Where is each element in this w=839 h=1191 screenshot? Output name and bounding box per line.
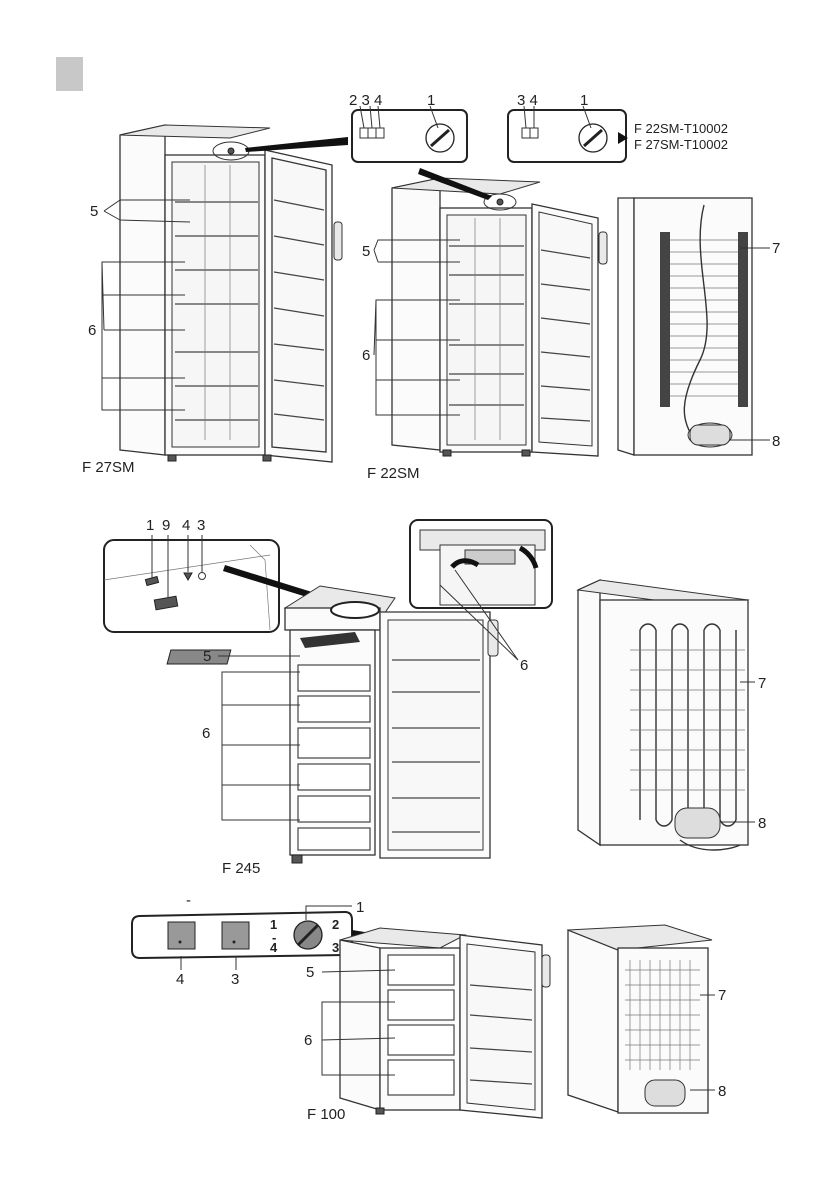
inset-label-9: 9 [162,517,170,534]
leaders-panel-2 [151,535,519,821]
f245-model: F 245 [222,860,260,877]
panel-1: 2 3 4 1 3 4 1 F 22SM-T10002 F 27SM-T1000… [82,92,780,482]
model-b2: F 27SM-T10002 [634,137,728,152]
knob-dash: - [272,930,276,945]
inset-top-right [409,519,553,609]
left-label-6: 6 [88,322,96,339]
ctrl-a-labels: 2 3 4 [349,92,382,109]
inset-label-1: 1 [146,517,154,534]
btn-label-4: 4 [176,971,184,988]
inset-top-left [103,539,328,633]
knob-label-2: 2 [332,917,339,932]
panel-2: 1 9 4 3 5 6 6 F 245 7 8 [103,517,766,877]
leaders-panel-3 [321,969,396,1076]
back2-label-7: 7 [758,675,766,692]
back2-label-8: 8 [758,815,766,832]
freezer-back-1 [617,197,770,456]
mid-label-5: 5 [362,243,370,260]
freezer-f27sm [119,124,348,463]
f100-model: F 100 [307,1106,345,1123]
freezer-f100 [339,927,551,1119]
ctrl-dash: - [186,892,191,909]
freezer-f245 [166,585,499,864]
inset-label-4: 4 [182,517,190,534]
f245-label-5: 5 [203,648,211,665]
knob-label-4: 4 [270,940,278,955]
freezer-back-3 [567,924,715,1114]
leaders-panel-1 [101,199,460,416]
knob-label-1: 1 [270,917,277,932]
inset-label-3: 3 [197,517,205,534]
control-panel-b [507,105,628,163]
ctrl-b-labels: 3 4 [517,92,538,109]
control-panel-a [351,105,468,163]
f100-label-6: 6 [304,1032,312,1049]
panel-3: - 1 - 4 2 3 4 3 1 5 6 F 100 7 8 [131,892,726,1123]
mid-model: F 22SM [367,465,420,482]
freezer-f22sm [391,168,608,457]
back1-label-7: 7 [772,240,780,257]
back3-label-8: 8 [718,1083,726,1100]
back1-label-8: 8 [772,433,780,450]
back3-label-7: 7 [718,987,726,1004]
f100-label-5: 5 [306,964,314,981]
mid-label-6: 6 [362,347,370,364]
f245-label-6-right: 6 [520,657,528,674]
ctrl-a-knob: 1 [427,92,435,109]
top-label-1: 1 [356,899,364,916]
freezer-back-2 [576,578,755,851]
left-model: F 27SM [82,459,135,476]
f245-label-6-left: 6 [202,725,210,742]
knob-label-3: 3 [332,940,339,955]
page-marker [56,57,83,91]
ctrl-b-knob: 1 [580,92,588,109]
model-b1: F 22SM-T10002 [634,121,728,136]
btn-label-3: 3 [231,971,239,988]
left-label-5: 5 [90,203,98,220]
